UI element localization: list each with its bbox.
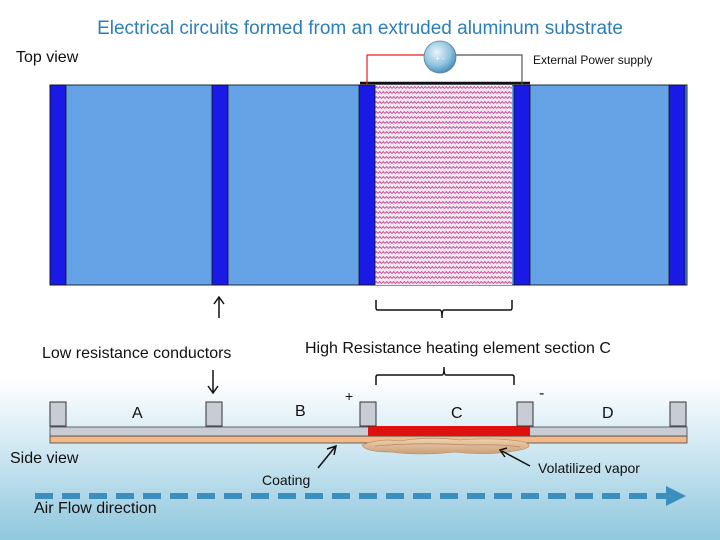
negative-wire <box>452 54 523 85</box>
conductor-bar <box>513 84 531 286</box>
side-conductor-post <box>49 401 67 427</box>
conductor-bar <box>211 84 229 286</box>
conductor-bar <box>49 84 67 286</box>
arrow-down <box>207 370 219 395</box>
positive-wire <box>366 54 428 85</box>
side-conductor-post <box>359 401 377 427</box>
coating-arrow <box>317 444 338 469</box>
side-conductor-post <box>205 401 223 427</box>
substrate-layer <box>49 435 688 444</box>
power-supply-label: External Power supply <box>533 53 653 67</box>
vapor-label: Volatilized vapor <box>538 460 640 476</box>
heater-brace-lower <box>375 300 513 319</box>
heating-element-pattern <box>375 85 512 285</box>
battery-symbols: + - <box>435 54 445 63</box>
section-label-c: C <box>451 405 463 422</box>
conductor-bar <box>358 84 376 286</box>
vapor-cloud <box>361 437 530 455</box>
coating-label: Coating <box>262 472 311 488</box>
plus-sign: + <box>345 388 354 404</box>
power-supply: + - <box>366 40 523 85</box>
conductor-bar <box>668 84 686 286</box>
heater-side-element <box>368 426 530 436</box>
top-view <box>49 81 688 286</box>
section-label-d: D <box>602 405 614 422</box>
arrow-up <box>213 295 225 318</box>
side-view-label: Side view <box>10 450 79 467</box>
high-resistance-label: High Resistance heating element section … <box>305 340 611 357</box>
section-label-b: B <box>295 403 306 420</box>
low-resistance-label: Low resistance conductors <box>42 345 232 362</box>
page-title: Electrical circuits formed from an extru… <box>97 18 623 39</box>
airflow-arrow <box>35 486 686 506</box>
airflow-label: Air Flow direction <box>34 500 157 517</box>
side-conductor-post <box>516 401 534 427</box>
section-label-a: A <box>132 405 143 422</box>
battery-icon <box>423 40 457 74</box>
minus-sign: - <box>539 385 545 402</box>
side-conductor-post <box>669 401 687 427</box>
airflow-arrowhead <box>666 486 686 506</box>
side-view <box>49 401 688 455</box>
heater-brace-upper <box>375 366 515 385</box>
vapor-arrow <box>498 447 531 467</box>
top-view-label: Top view <box>16 49 79 66</box>
